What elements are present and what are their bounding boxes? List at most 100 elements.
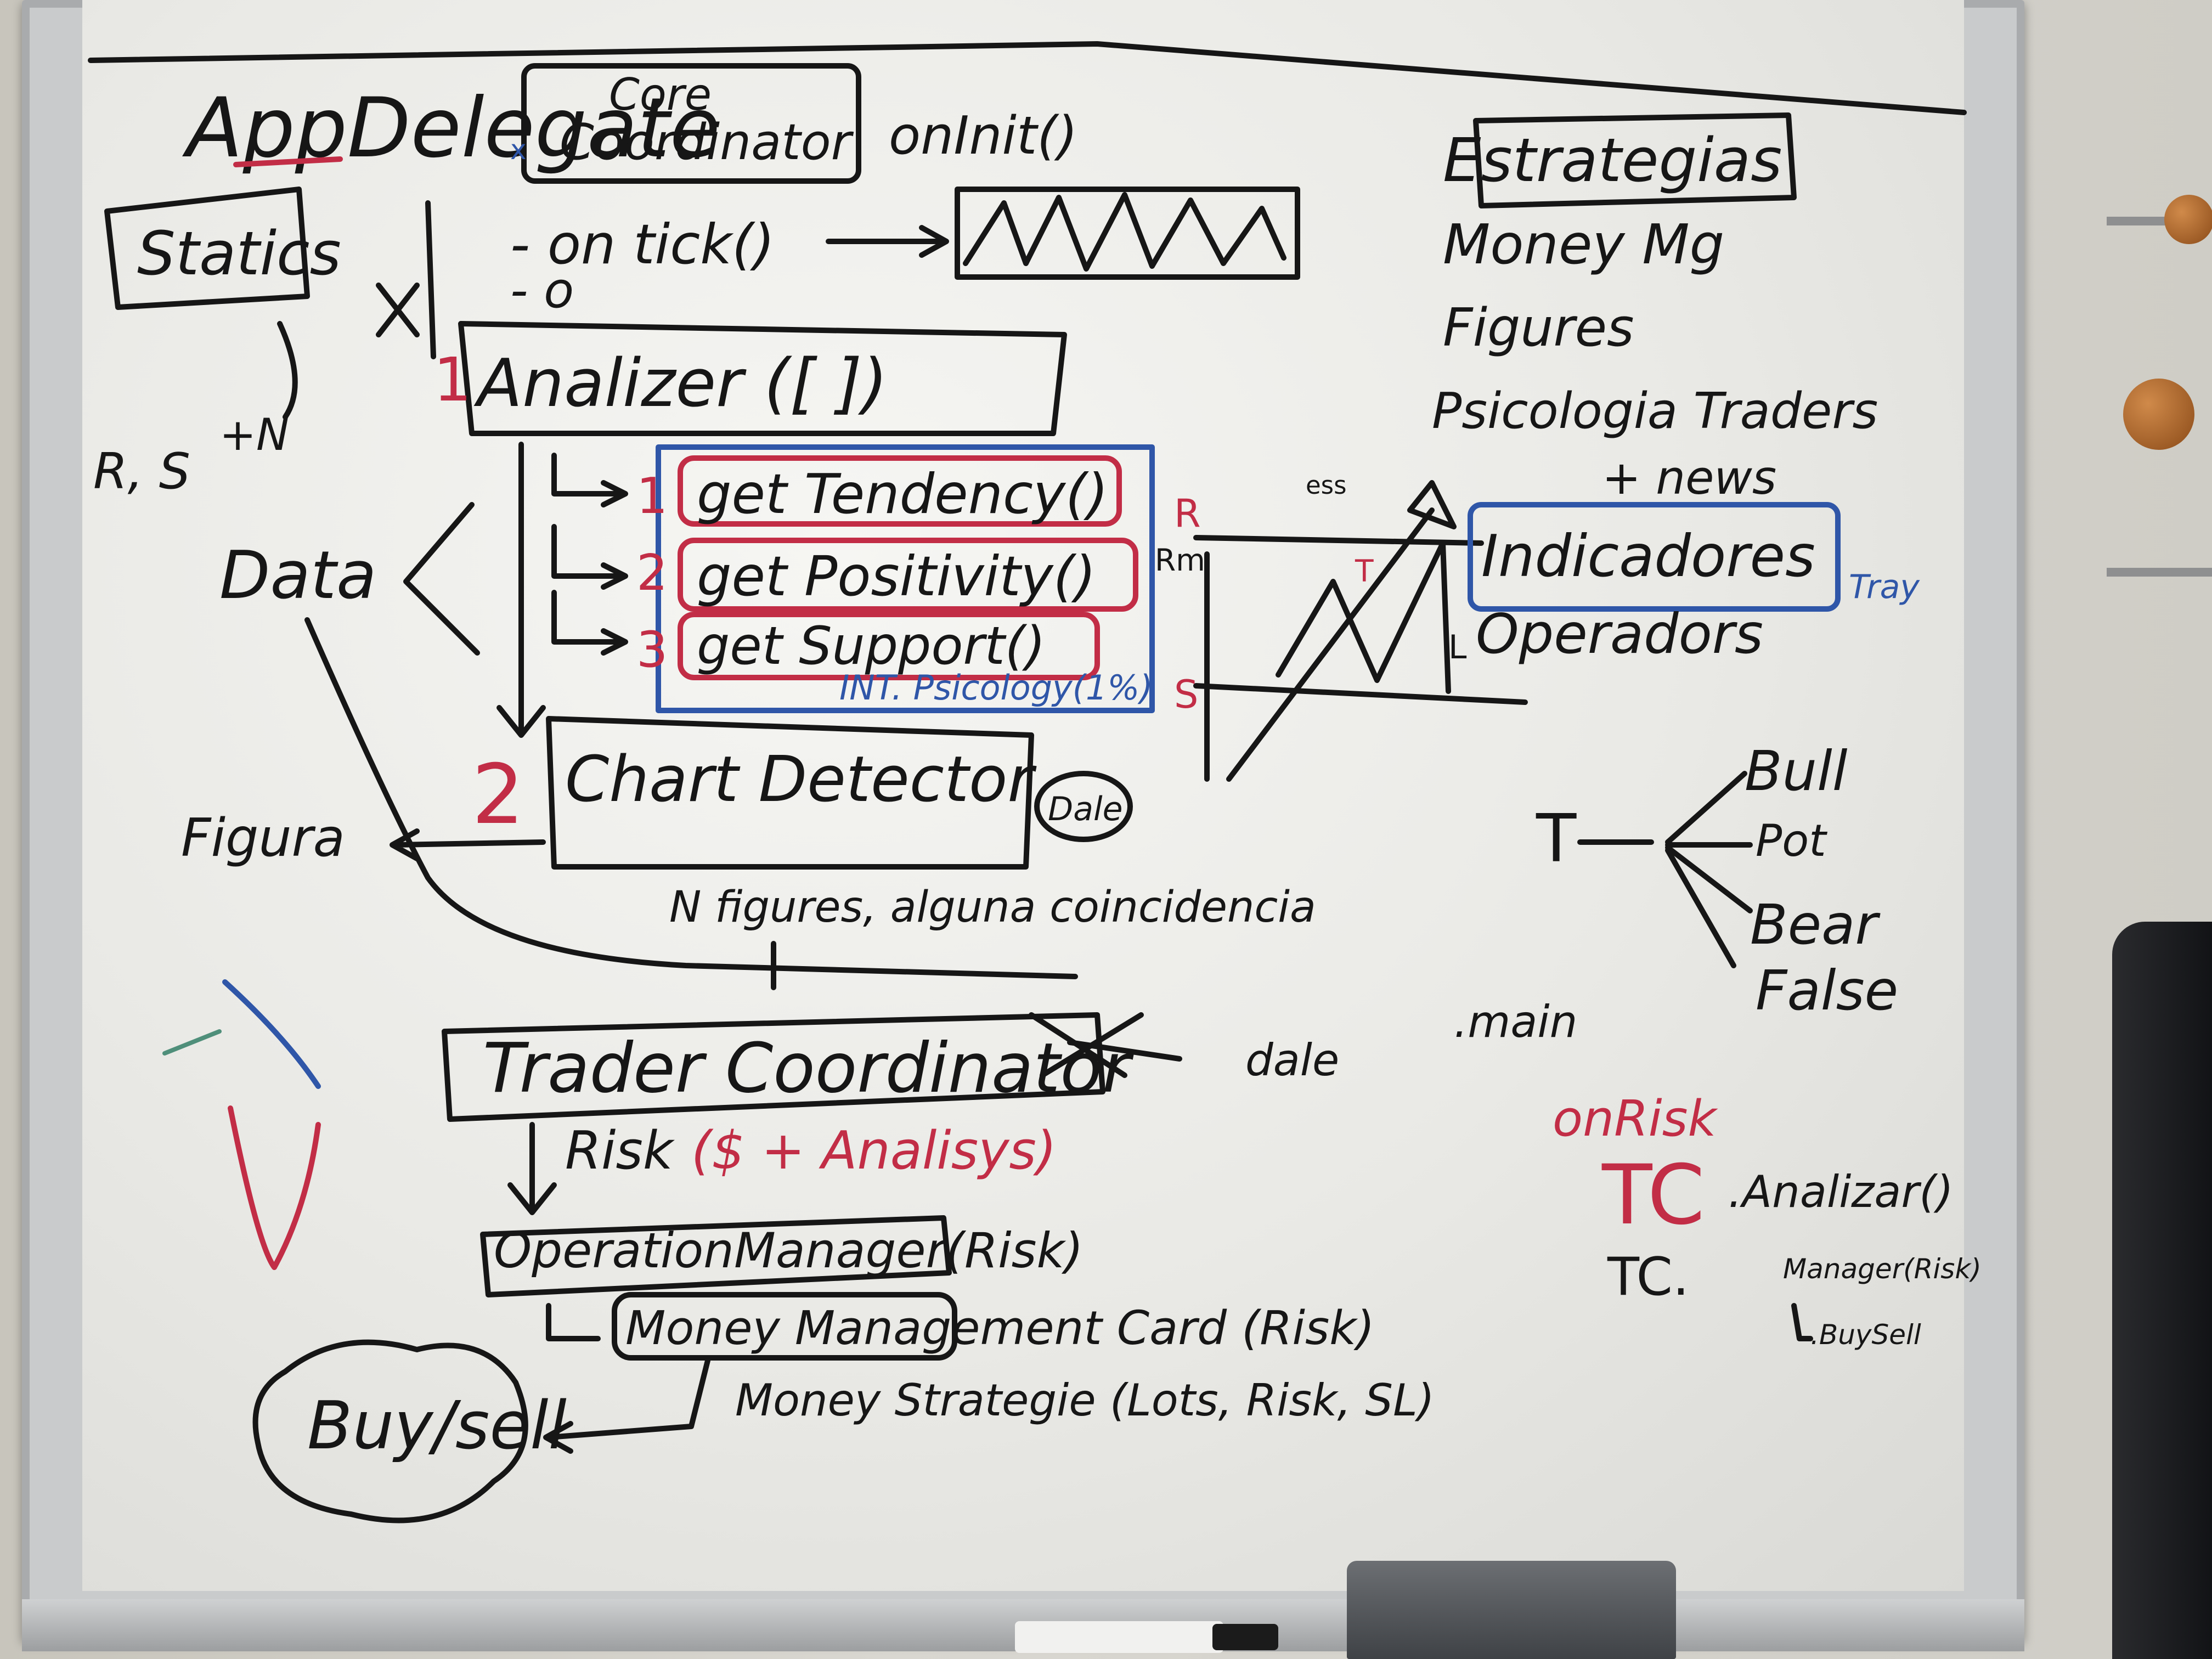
money-strategy-label: Money Strategie (Lots, Risk, SL) (735, 1375, 1435, 1426)
operation-manager-box (480, 1215, 952, 1297)
blue-curve-doodle (222, 979, 321, 1089)
marker (1015, 1621, 1223, 1653)
support-line (1193, 683, 1528, 705)
method-row-2: 2 get Positivity() (636, 538, 1138, 612)
trend-line (1226, 507, 1435, 782)
statics-box (104, 187, 310, 310)
right-item: + news (1602, 451, 1776, 505)
coat-peg (2123, 379, 2194, 450)
trader-scribble (1029, 1012, 1182, 1078)
buysell-label: Buy/sell (307, 1388, 567, 1464)
chart-detector-box (546, 716, 1034, 870)
number-2: 2 (472, 747, 524, 843)
coat-rack-bar (2107, 568, 2212, 577)
chart-detector-label: Chart Detector (565, 743, 1037, 816)
ess-label: ess (1306, 471, 1347, 500)
title-underline (233, 156, 343, 167)
tree-branch (1665, 845, 1753, 913)
buysell-cloud (252, 1339, 528, 1523)
operation-manager-label: OperationManager(Risk) (494, 1222, 1084, 1279)
tree-branch (1665, 771, 1747, 845)
money-strategy-arrow (543, 1358, 710, 1454)
analizer-box (458, 321, 1067, 436)
risk-arrow (507, 1122, 557, 1215)
indicadores-box (1468, 502, 1841, 612)
core-coordinator-box (521, 63, 861, 184)
scribble (963, 192, 1286, 272)
marker-cap (1212, 1624, 1278, 1650)
coordinator-label: Coordinator (560, 114, 854, 171)
data-fork (403, 502, 480, 656)
figura-arrow (390, 828, 546, 861)
scribbled-box (955, 187, 1300, 280)
green-doodle (162, 1029, 222, 1056)
data-line (304, 617, 1078, 979)
coat-peg (2164, 195, 2212, 244)
eraser (1347, 1561, 1676, 1659)
trend-arrowhead (1407, 480, 1457, 529)
top-line (88, 41, 1967, 115)
tray-note: Tray (1849, 568, 1920, 606)
svg-text:get Support(): get Support() (697, 616, 1046, 676)
on-short-label: - o (510, 262, 574, 319)
main-label: .main (1454, 996, 1577, 1047)
risk-paren: ($ + Analisys) (691, 1121, 1057, 1181)
figures-note: N figures, alguna coincidencia (669, 883, 1316, 932)
whiteboard-surface (82, 0, 1964, 1591)
svg-text:x: x (510, 134, 527, 166)
on-tick-arrow (826, 225, 949, 258)
analizer-label: Analizer ([ ]) (473, 346, 888, 422)
right-item: Operadors (1476, 602, 1763, 666)
red-v-doodle (228, 1105, 321, 1270)
t-label: T (1355, 554, 1374, 589)
psicology-note: INT. Psicology(1%) (839, 668, 1153, 708)
tree-branch (1665, 848, 1736, 968)
svg-text:get Tendency(): get Tendency() (697, 462, 1108, 526)
tc-label: TC (1601, 1148, 1705, 1243)
risk-label: Risk (565, 1121, 675, 1181)
right-item: Indicadores (1481, 523, 1815, 590)
rm-label: Rm (1155, 543, 1205, 578)
right-item: Estrategias (1443, 125, 1782, 195)
tree-pot: Pot (1756, 815, 1827, 866)
analizer-down-arrow (496, 442, 546, 738)
l-label: L (1448, 628, 1467, 667)
resistance-line (1193, 535, 1484, 546)
left-connector (376, 200, 436, 359)
data-label: Data (219, 538, 377, 614)
zigzag-price (1276, 540, 1451, 694)
estrategias-box (1473, 112, 1797, 208)
svg-text:1: 1 (636, 467, 668, 525)
dale-bubble (1034, 771, 1133, 842)
trader-coordinator-box (442, 1012, 1105, 1122)
tc-manager-label: Manager(Risk) (1783, 1253, 1982, 1285)
on-init-label: onInit() (889, 106, 1077, 166)
method-arrow-2 (551, 524, 628, 590)
tc-arrow (1791, 1303, 1813, 1341)
method-arrow-1 (551, 453, 628, 507)
tc-analyze-label: .Analizar() (1728, 1166, 1954, 1217)
tree-bull: Bull (1745, 739, 1848, 803)
money-mgmt-arrow (546, 1303, 601, 1341)
money-mgmt-box (612, 1292, 957, 1361)
tc-buysell-label: .BuySell (1810, 1319, 1921, 1351)
trader-coordinator-label: Trader Coordinator (483, 1029, 1134, 1108)
right-item: Psicologia Traders (1432, 382, 1878, 440)
on-tick-label: - on tick() (510, 212, 775, 276)
s-label: S (1174, 672, 1198, 717)
number-1: 1 (433, 345, 472, 415)
svg-text:get Positivity(): get Positivity() (697, 544, 1096, 608)
trader-suffix: dale (1245, 1035, 1339, 1086)
right-item: Figures (1443, 298, 1634, 358)
method-arrow-3 (551, 590, 628, 656)
core-label: Core (609, 69, 712, 120)
tree-bear: Bear (1750, 893, 1881, 957)
statics-label: Statics (137, 218, 341, 289)
onrisk-label: onRisk (1553, 1090, 1719, 1148)
methods-box (656, 444, 1155, 713)
tc2-label: TC. (1607, 1247, 1689, 1307)
right-item: Money Mg (1443, 212, 1724, 276)
svg-text:3: 3 (636, 621, 668, 679)
figura-label: Figura (181, 808, 345, 868)
